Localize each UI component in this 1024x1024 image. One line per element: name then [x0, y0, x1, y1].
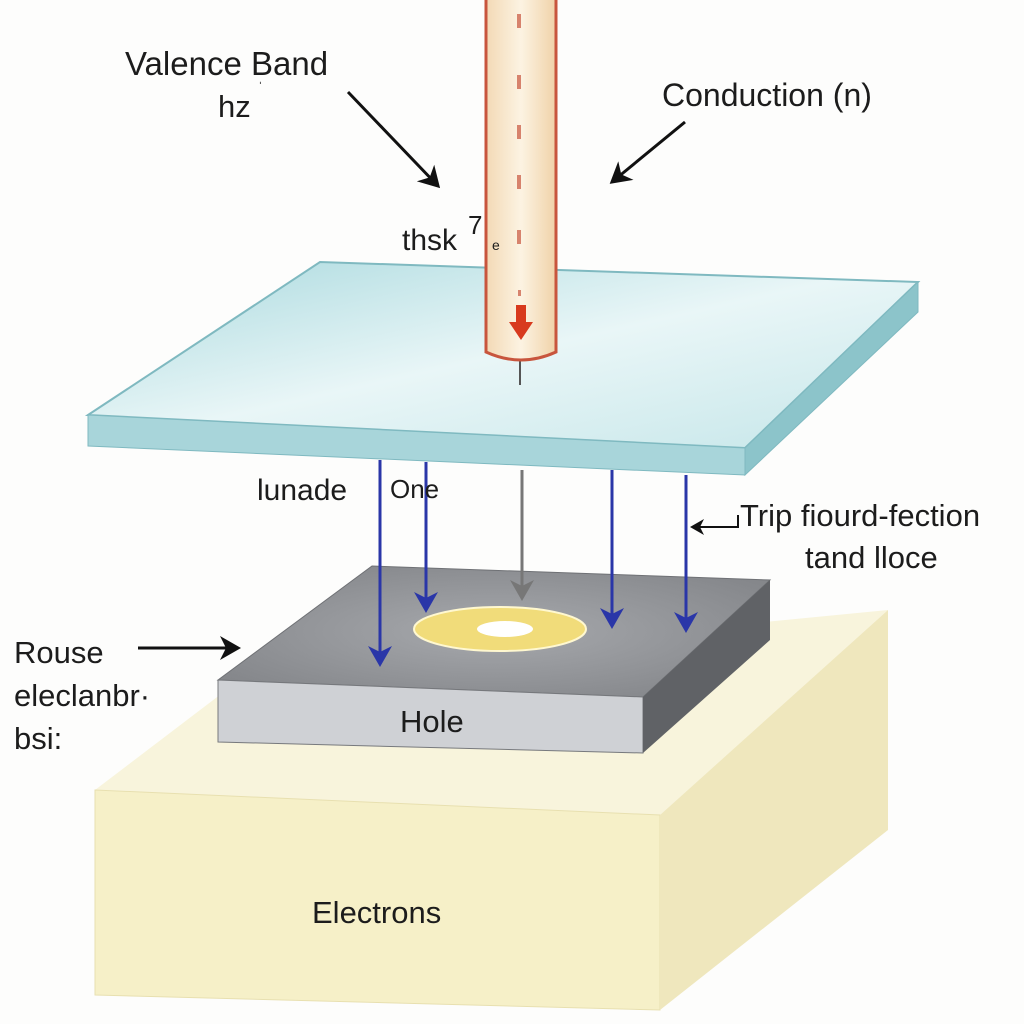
label-rouse-line1: Rouse — [14, 635, 104, 670]
red-down-arrow-icon — [509, 305, 533, 340]
label-valence-band: Valence Band — [125, 45, 328, 82]
label-thsk-sub: e — [492, 237, 500, 253]
label-conduction: Conduction (n) — [662, 77, 872, 113]
label-thsk-sup: 7 — [468, 210, 482, 240]
pointer-arrow — [690, 515, 739, 535]
label-lunade: lunade — [257, 474, 347, 507]
label-trip-line1: Trip fiourd-fection — [740, 498, 980, 533]
label-trip-line2: tand lloce — [805, 540, 938, 575]
probe-tube — [484, 0, 558, 385]
label-electrons: Electrons — [312, 895, 441, 930]
label-hole: Hole — [400, 704, 464, 739]
disc-hole — [477, 621, 533, 637]
label-rouse-line2: eleclanbr· — [14, 678, 150, 713]
incident-arrows — [368, 460, 698, 667]
pointer-arrow — [609, 120, 686, 184]
pointer-arrow — [346, 90, 441, 189]
hole-block — [216, 565, 772, 754]
label-thsk: thsk — [402, 224, 458, 257]
label-hz-mark: ˈ — [258, 79, 263, 95]
label-rouse-line3: bsi: — [14, 721, 62, 756]
label-hz: hz — [218, 89, 251, 124]
label-one: One — [390, 474, 439, 504]
